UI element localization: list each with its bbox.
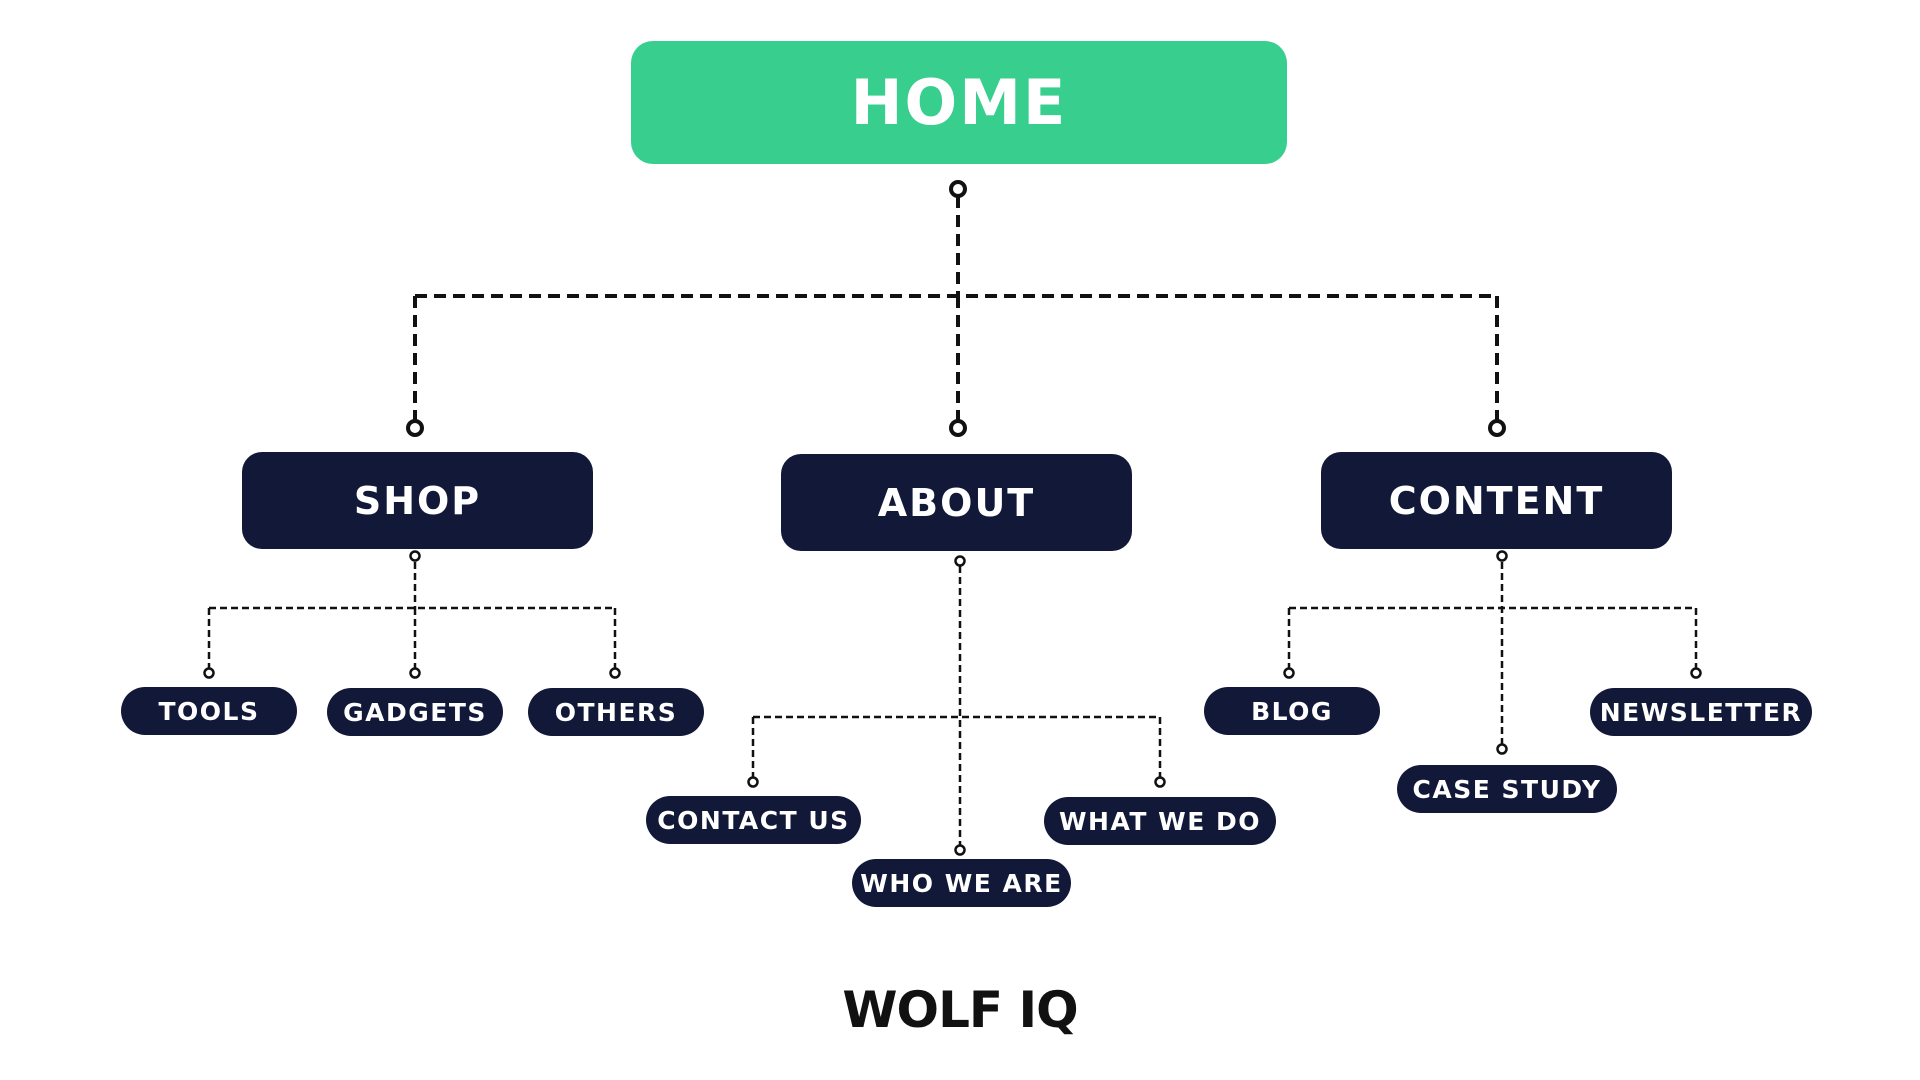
connector-dot-blog	[1283, 667, 1295, 679]
connector-dot-who-we-are	[954, 844, 966, 856]
content-node-label: CONTENT	[1388, 478, 1605, 523]
connector-dot-gadgets	[409, 667, 421, 679]
newsletter-node-label: NEWSLETTER	[1599, 697, 1803, 727]
blog-node-label: BLOG	[1251, 696, 1333, 726]
who-we-are-node: WHO WE ARE	[852, 859, 1071, 907]
connector-dot-content-top	[1496, 550, 1508, 562]
wolf-iq-logo: WOLF IQ	[760, 980, 1160, 1040]
connector-dot-shop	[406, 419, 424, 437]
gadgets-node-label: GADGETS	[343, 697, 487, 727]
shop-node: SHOP	[242, 452, 593, 549]
home-node-label: HOME	[850, 66, 1068, 139]
connector-dot-about	[949, 419, 967, 437]
connector-dot-tools	[203, 667, 215, 679]
connector-dot-content	[1488, 419, 1506, 437]
what-we-do-node: WHAT WE DO	[1044, 797, 1276, 845]
contact-us-node-label: CONTACT US	[657, 805, 850, 835]
others-node-label: OTHERS	[554, 697, 678, 727]
connector-dot-case-study	[1496, 743, 1508, 755]
connector-dot-about-top	[954, 555, 966, 567]
case-study-node: CASE STUDY	[1397, 765, 1617, 813]
connector-dot-what-we-do	[1154, 776, 1166, 788]
blog-node: BLOG	[1204, 687, 1380, 735]
tools-node-label: TOOLS	[158, 696, 260, 726]
gadgets-node: GADGETS	[327, 688, 503, 736]
connector-dot-shop-top	[409, 550, 421, 562]
connector-dot-others	[609, 667, 621, 679]
connector-dot-contact-us	[747, 776, 759, 788]
about-node: ABOUT	[781, 454, 1132, 551]
logo-text: WOLF IQ	[842, 981, 1078, 1039]
others-node: OTHERS	[528, 688, 704, 736]
case-study-node-label: CASE STUDY	[1412, 774, 1602, 804]
tools-node: TOOLS	[121, 687, 297, 735]
contact-us-node: CONTACT US	[646, 796, 861, 844]
connector-dot-home	[949, 180, 967, 198]
home-node: HOME	[631, 41, 1287, 164]
shop-node-label: SHOP	[353, 478, 482, 523]
what-we-do-node-label: WHAT WE DO	[1058, 806, 1262, 836]
newsletter-node: NEWSLETTER	[1590, 688, 1812, 736]
about-node-label: ABOUT	[877, 480, 1036, 525]
connector-dot-newsletter	[1690, 667, 1702, 679]
content-node: CONTENT	[1321, 452, 1672, 549]
who-we-are-node-label: WHO WE ARE	[860, 868, 1063, 898]
